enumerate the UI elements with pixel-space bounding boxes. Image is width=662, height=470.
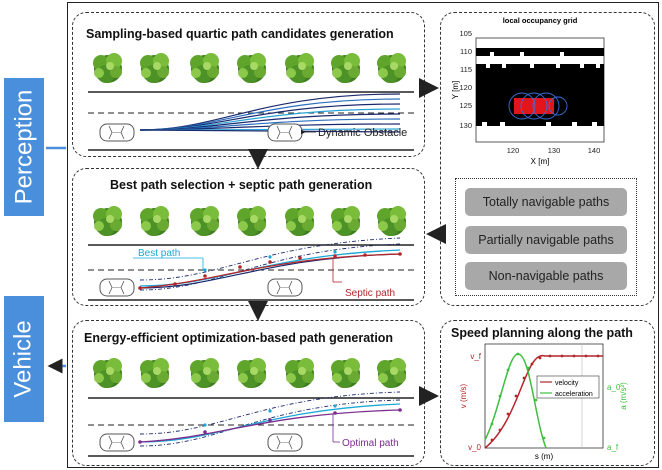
best-path-nodes — [203, 250, 337, 272]
svg-text:130: 130 — [459, 121, 472, 130]
sampling-panel-title: Sampling-based quartic path candidates g… — [86, 27, 394, 41]
speed-v-bottom: v_0 — [468, 443, 481, 452]
grid-occupied-region — [476, 64, 604, 126]
grid-x-ticks: 120 130 140 — [507, 146, 601, 155]
grid-notches — [482, 52, 600, 126]
optimal-path-line — [139, 409, 401, 443]
obstacle-car-2 — [267, 278, 303, 297]
speed-right-axis-label: a (m/s²) — [619, 382, 628, 410]
vehicle-label: Vehicle — [4, 296, 44, 422]
selection-paths — [139, 237, 401, 291]
partially-navigable-item: Partially navigable paths — [465, 226, 627, 254]
svg-text:125: 125 — [459, 101, 472, 110]
perception-label: Perception — [4, 78, 44, 216]
legend-acceleration: acceleration — [555, 391, 593, 398]
grid-y-ticks: 105 110 115 120 125 130 — [459, 29, 472, 130]
speed-x-axis-label: s (m) — [535, 452, 554, 461]
svg-text:105: 105 — [459, 29, 472, 38]
non-navigable-item: Non-navigable paths — [465, 262, 627, 290]
sampling-trees — [93, 53, 406, 83]
grid-footprint-circles — [508, 92, 568, 120]
svg-text:130: 130 — [548, 146, 561, 155]
best-path-label: Best path — [138, 248, 180, 259]
velocity-curve — [484, 355, 603, 449]
svg-text:120: 120 — [459, 83, 472, 92]
grid-obstacle-band-top — [476, 48, 604, 56]
ego-car-3 — [99, 433, 135, 452]
legend-velocity: velocity — [555, 380, 579, 387]
obstacle-car-1 — [267, 123, 303, 142]
ego-car-2 — [99, 278, 135, 297]
grid-title: local occupancy grid — [503, 16, 578, 25]
optimization-light-nodes — [203, 404, 337, 427]
grid-ego-vehicle — [514, 98, 554, 114]
speed-a-top: a_0 — [607, 383, 621, 392]
speed-legend — [536, 375, 600, 399]
septic-path-nodes — [138, 252, 402, 290]
optimization-panel-title: Energy-efficient optimization-based path… — [84, 331, 394, 345]
speed-a-bottom: a_f — [607, 443, 619, 452]
svg-text:120: 120 — [507, 146, 520, 155]
framework-frame — [67, 2, 659, 468]
optimal-path-label: Optimal path — [342, 438, 399, 449]
totally-navigable-item: Totally navigable paths — [465, 188, 627, 216]
optimization-paths — [139, 391, 401, 447]
grid-y-axis-label: Y [m] — [451, 81, 460, 100]
optimization-trees — [93, 358, 406, 388]
acceleration-markers — [490, 352, 546, 440]
velocity-markers — [490, 354, 600, 442]
speed-v-top: v_f — [470, 352, 481, 361]
svg-text:115: 115 — [460, 65, 472, 74]
speed-panel-title: Speed planning along the path — [451, 326, 633, 340]
septic-path-line — [139, 253, 401, 289]
nav-legend-box — [455, 178, 637, 296]
svg-text:140: 140 — [588, 146, 601, 155]
selection-panel-title: Best path selection + septic path genera… — [110, 178, 373, 192]
optimal-path-nodes — [138, 408, 402, 444]
obstacle-car-3 — [267, 433, 303, 452]
grid-x-axis-label: X [m] — [531, 157, 550, 166]
selection-trees — [93, 206, 406, 236]
ego-car-1 — [99, 123, 135, 142]
dynamic-obstacle-label: Dynamic Obstacle — [318, 127, 407, 139]
candidate-paths — [139, 93, 401, 133]
svg-text:110: 110 — [460, 47, 472, 56]
speed-left-axis-label: v (m/s) — [459, 383, 468, 408]
septic-path-label: Septic path — [345, 288, 395, 299]
